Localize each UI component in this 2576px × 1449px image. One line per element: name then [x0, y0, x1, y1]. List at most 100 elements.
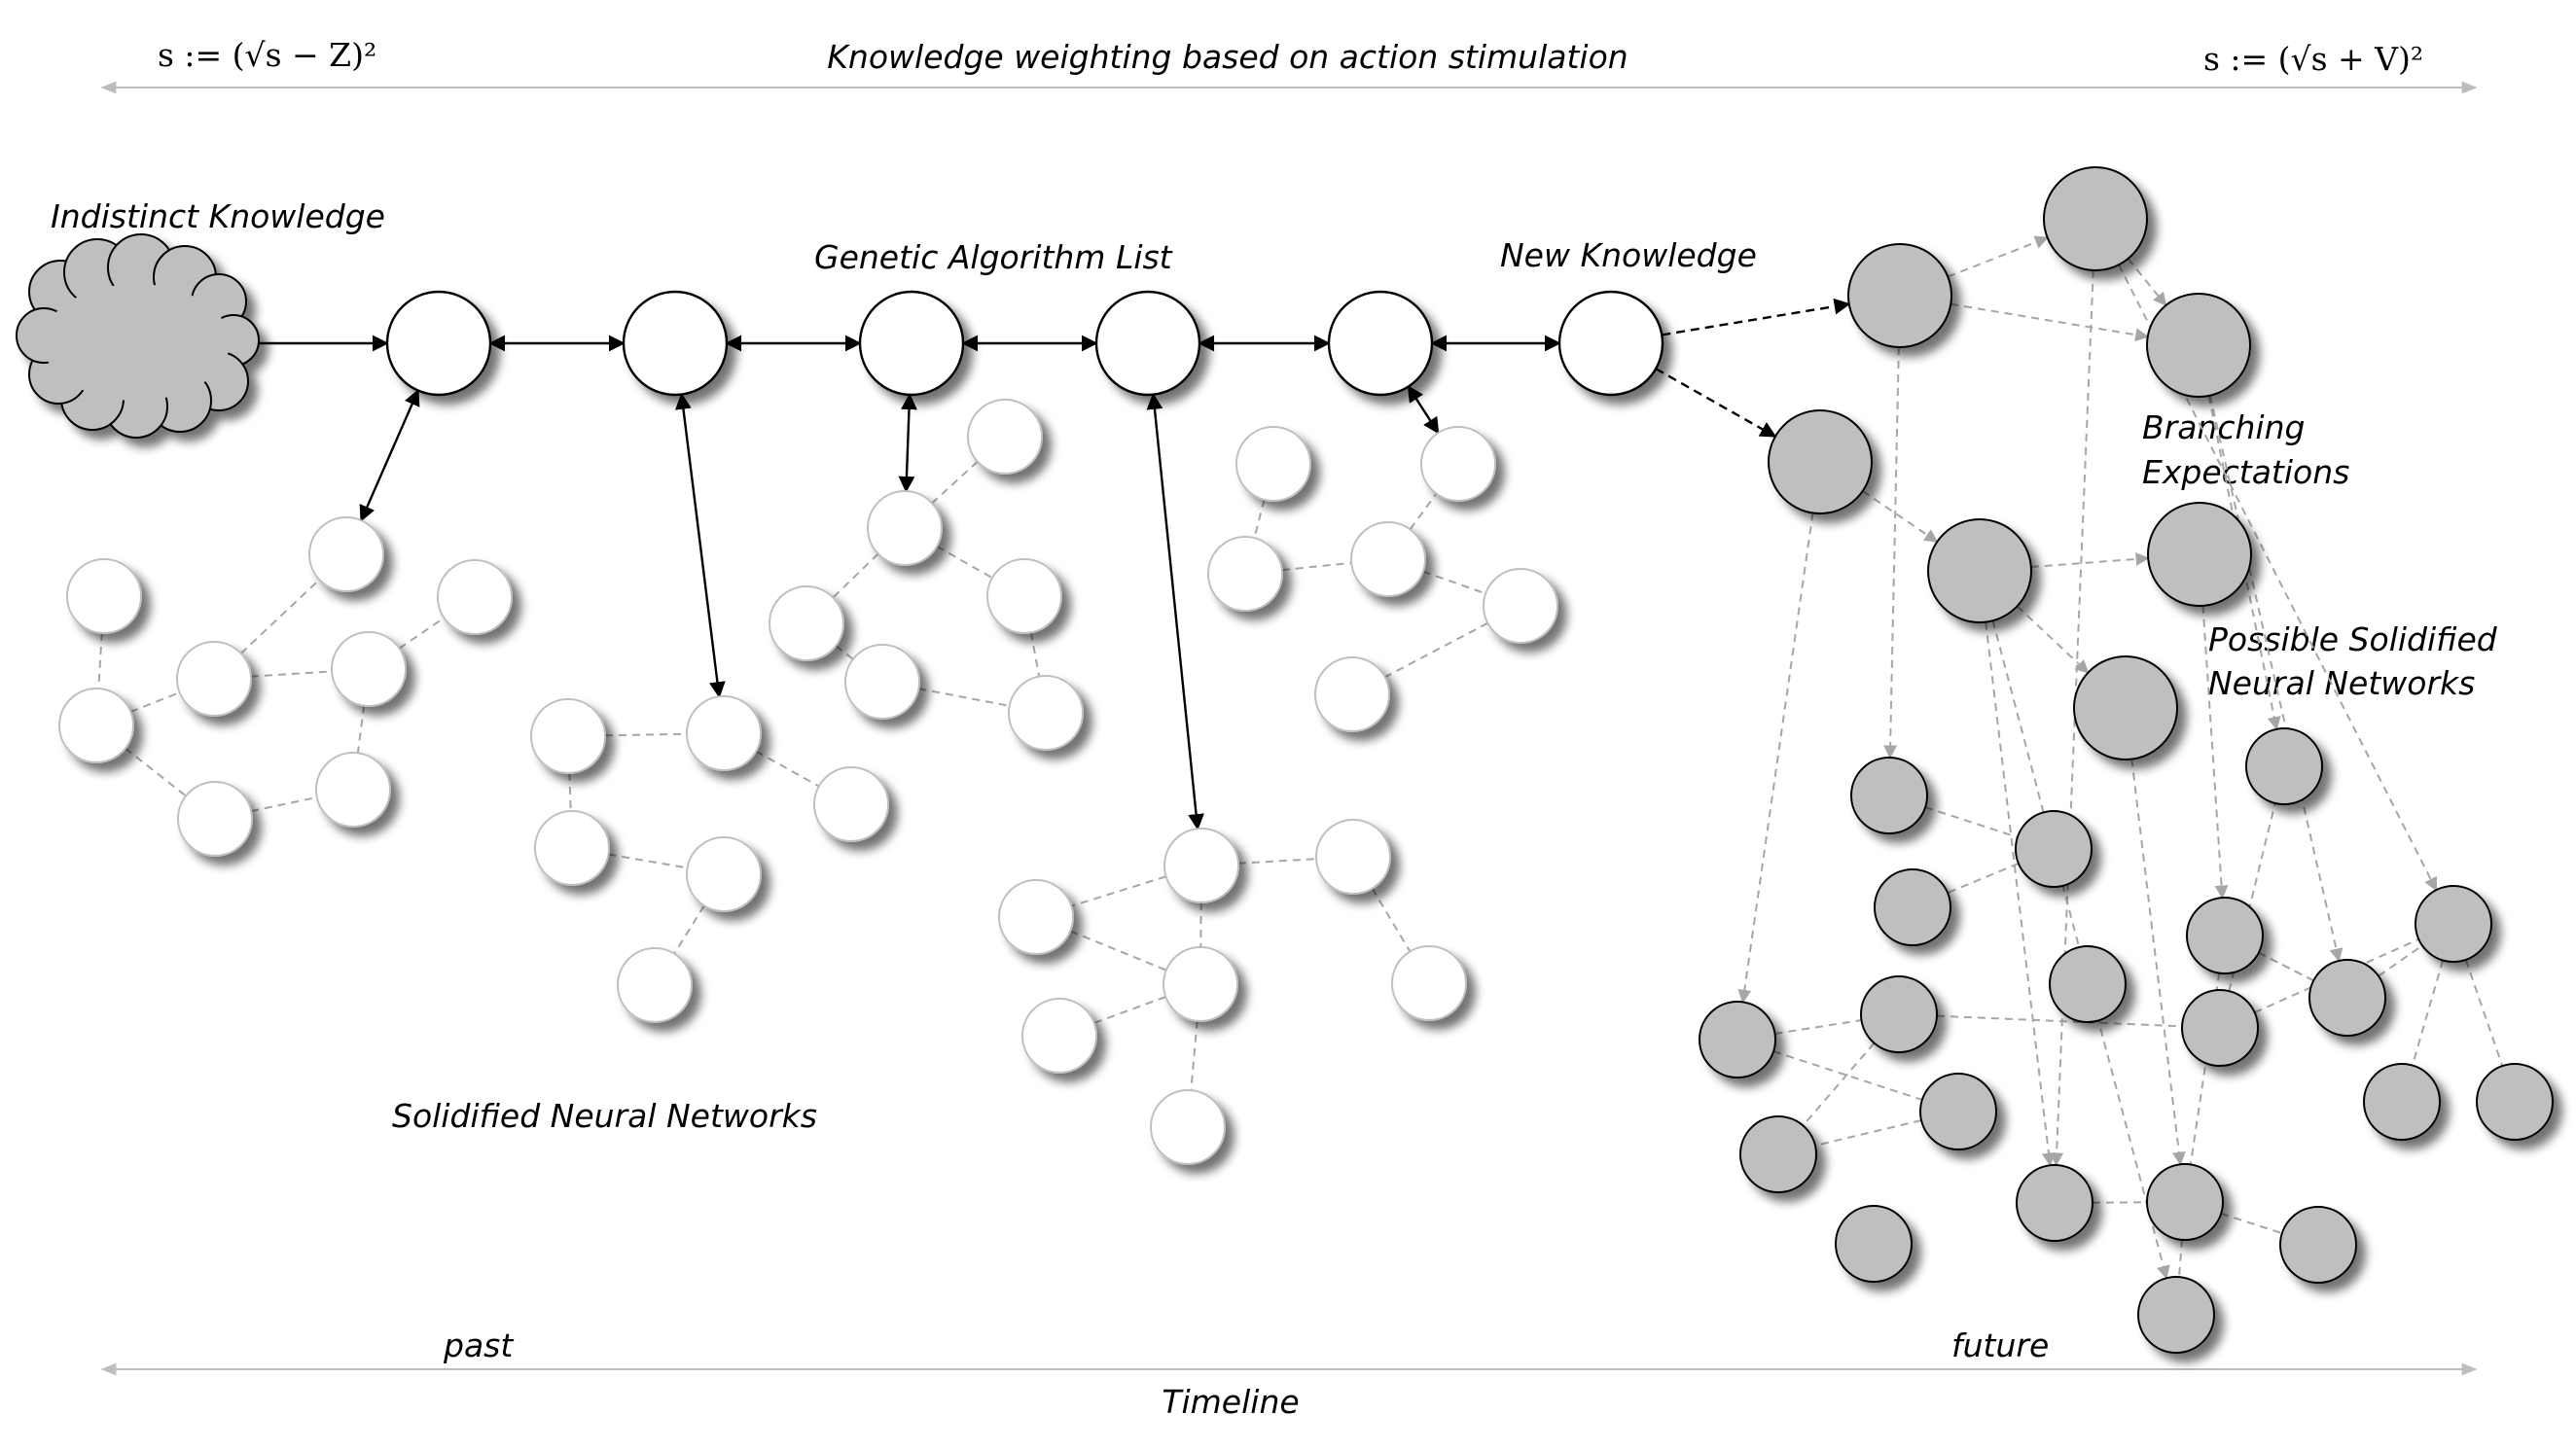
new-knowledge-label: New Knowledge — [1500, 236, 1757, 274]
expectation-arrow-f3-s12 — [2208, 395, 2343, 963]
branching-expectations-label-1: Branching — [2142, 408, 2305, 446]
expectation-arrow-f5-s20 — [1991, 619, 2170, 1280]
expectation-arrow-f4-f5 — [1862, 490, 1939, 543]
network-link-g2-g3 — [832, 552, 879, 599]
past-node-b6 — [617, 947, 693, 1023]
past-node-b1 — [530, 698, 606, 774]
network-link-g3-g5 — [835, 645, 854, 660]
future-node-f1 — [1847, 243, 1952, 348]
future-node-s11 — [1919, 1073, 1997, 1150]
network-link-a3-a1 — [239, 579, 321, 654]
network-link-a3-a4 — [250, 670, 333, 678]
network-link-i4-i5 — [1422, 570, 1486, 595]
network-link-b2-b3 — [755, 750, 820, 788]
past-node-a1 — [308, 516, 384, 592]
future-node-s5 — [2049, 945, 2127, 1023]
network-link-g5-g6 — [918, 688, 1010, 707]
expectation-arrow-f5-s16 — [1985, 621, 2056, 1167]
network-link-g4-g6 — [1029, 632, 1041, 677]
network-link-h1-h3 — [1070, 875, 1167, 907]
network-link-i3-i4 — [1281, 561, 1352, 572]
past-node-g4 — [986, 558, 1062, 634]
network-link-s11-s13 — [1814, 1119, 1922, 1147]
network-link-a2-a6 — [97, 632, 103, 689]
network-link-b1-b4 — [568, 772, 572, 812]
past-node-a3 — [176, 641, 252, 717]
future-node-f6 — [2147, 502, 2252, 607]
network-link-g1-g2 — [931, 460, 979, 505]
past-node-h7 — [1150, 1089, 1226, 1165]
network-link-s8-s9 — [1936, 1014, 2183, 1028]
network-link-a4-a5 — [398, 617, 446, 650]
connection-arrow-c3-h1 — [1146, 393, 1204, 831]
past-node-g6 — [1008, 675, 1084, 751]
network-link-s2-s3 — [1947, 862, 2020, 895]
past-node-h1 — [1163, 828, 1239, 903]
past-node-i1 — [1235, 426, 1311, 502]
future-node-s19 — [2279, 1206, 2357, 1284]
connection-arrow-c2-g2 — [898, 393, 917, 493]
past-node-h5 — [1391, 945, 1467, 1021]
future-node-f4 — [1768, 409, 1873, 514]
future-label: future — [1951, 1326, 2049, 1364]
formula-right: s := (√s + V)² — [2203, 40, 2423, 78]
future-node-s6 — [2186, 897, 2264, 974]
past-node-a7 — [177, 781, 253, 857]
future-node-s14 — [2363, 1063, 2441, 1141]
past-node-i6 — [1314, 656, 1390, 732]
past-node-i5 — [1483, 568, 1558, 644]
expectation-arrow-f4-s10 — [1737, 512, 1814, 1004]
chain-node-c4 — [1327, 290, 1434, 397]
indistinct-knowledge-label: Indistinct Knowledge — [51, 197, 385, 235]
future-node-s9 — [2181, 989, 2259, 1067]
past-label: past — [443, 1326, 514, 1364]
expectation-arrow-f1-f2 — [1947, 235, 2049, 278]
past-node-b4 — [534, 810, 610, 886]
past-node-i3 — [1207, 536, 1283, 612]
network-link-s8-s13 — [1802, 1042, 1876, 1127]
network-link-b1-b2 — [604, 732, 688, 737]
network-link-g2-g4 — [936, 545, 993, 580]
network-link-i1-i3 — [1253, 499, 1266, 539]
past-node-b3 — [813, 766, 889, 842]
genetic-algorithm-list-label: Genetic Algorithm List — [814, 238, 1173, 276]
timeline-label: Timeline — [1162, 1383, 1299, 1421]
connection-arrow-c4-i2 — [1407, 385, 1440, 435]
future-node-s12 — [2308, 959, 2386, 1037]
network-link-s10-s8 — [1774, 1019, 1862, 1035]
past-node-i2 — [1420, 426, 1496, 502]
past-node-h3 — [998, 879, 1074, 955]
expectation-arrow-f2-f3 — [2127, 258, 2167, 307]
possible-solidified-label-1: Possible Solidified — [2208, 620, 2498, 658]
solidified-neural-networks-label: Solidified Neural Networks — [392, 1097, 817, 1135]
network-link-s7-s14 — [2411, 960, 2445, 1066]
future-node-s8 — [1860, 975, 1938, 1053]
network-link-s17-s20 — [2178, 1239, 2183, 1278]
expectation-arrow-f5-f6 — [2030, 551, 2150, 569]
network-link-b4-b5 — [608, 853, 688, 869]
future-node-s15 — [2476, 1063, 2554, 1141]
network-link-s1-s2 — [1924, 806, 2019, 838]
past-node-a2 — [66, 558, 142, 634]
network-link-b5-b6 — [673, 904, 705, 955]
network-link-a6-a7 — [125, 747, 187, 797]
future-node-s10 — [1699, 1001, 1776, 1078]
future-node-s3 — [1874, 868, 1951, 946]
network-link-s7-s15 — [2464, 959, 2504, 1067]
chain-node-c2 — [858, 290, 965, 397]
connection-arrow-c0-a1 — [359, 389, 420, 522]
network-link-s12-s6 — [2258, 951, 2314, 982]
network-link-s10-s11 — [1772, 1050, 1923, 1101]
past-node-g3 — [769, 585, 844, 661]
network-link-h4-h6 — [1093, 996, 1166, 1024]
network-link-h2-h5 — [1371, 888, 1412, 952]
future-node-s4 — [2245, 727, 2323, 805]
branch-arrow-c5-f4 — [1655, 368, 1777, 438]
branching-expectations-label-2: Expectations — [2142, 453, 2349, 491]
past-node-a5 — [437, 559, 513, 635]
chain-node-c1 — [622, 290, 729, 397]
network-link-a7-a8 — [250, 795, 318, 813]
chain-node-c5 — [1557, 290, 1664, 397]
past-node-b5 — [686, 836, 762, 912]
